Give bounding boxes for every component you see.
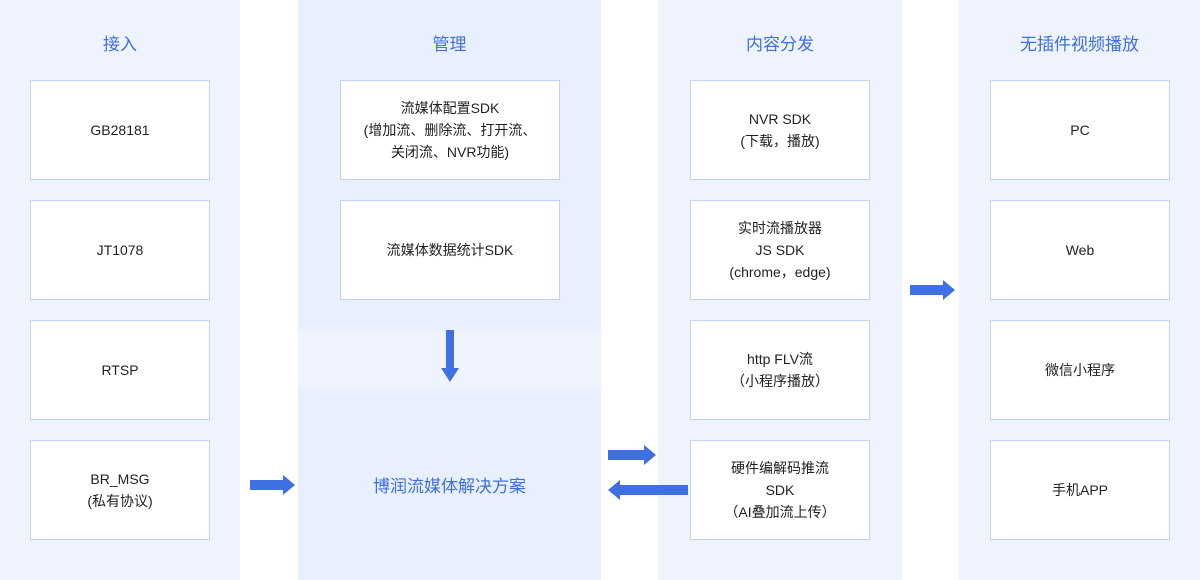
column-playback: 无插件视频播放 (959, 0, 1200, 580)
node-stream-stats-sdk[interactable]: 流媒体数据统计SDK (340, 200, 560, 300)
node-wechat-miniprogram[interactable]: 微信小程序 (990, 320, 1170, 420)
node-line: 手机APP (1051, 482, 1108, 498)
node-http-flv[interactable]: http FLV流 （小程序播放） (690, 320, 870, 420)
node-pc[interactable]: PC (990, 80, 1170, 180)
node-line: SDK (765, 482, 795, 498)
column-title-manage: 管理 (432, 35, 467, 54)
center-solution-label: 博润流媒体解决方案 (373, 477, 526, 496)
node-line: GB28181 (90, 122, 150, 138)
column-distribution: 内容分发 (658, 0, 902, 580)
node-line: BR_MSG (90, 471, 150, 487)
node-line: RTSP (101, 362, 139, 378)
node-jt1078[interactable]: JT1078 (30, 200, 210, 300)
node-line: 硬件编解码推流 (730, 460, 829, 476)
node-nvr-sdk[interactable]: NVR SDK (下载，播放) (690, 80, 870, 180)
node-line: 流媒体配置SDK (400, 100, 500, 116)
node-line: 流媒体数据统计SDK (386, 242, 514, 258)
node-line: (增加流、删除流、打开流、 (363, 122, 537, 138)
node-line: NVR SDK (748, 111, 812, 127)
arrow-solution-to-distribution (608, 445, 656, 465)
node-hardware-codec-push-sdk[interactable]: 硬件编解码推流 SDK （AI叠加流上传） (690, 440, 870, 540)
column-title-access: 接入 (103, 35, 137, 54)
node-gb28181[interactable]: GB28181 (30, 80, 210, 180)
node-br-msg[interactable]: BR_MSG (私有协议) (30, 440, 210, 540)
panel-solution (298, 388, 601, 580)
node-line: http FLV流 (747, 351, 813, 367)
node-mobile-app[interactable]: 手机APP (990, 440, 1170, 540)
node-line: PC (1070, 122, 1090, 138)
node-line: JT1078 (96, 242, 144, 258)
node-line: (私有协议) (87, 493, 153, 509)
column-title-playback: 无插件视频播放 (1020, 35, 1139, 54)
column-title-distribution: 内容分发 (746, 35, 814, 54)
arrow-manage-to-solution (441, 330, 459, 382)
column-manage: 管理 (298, 0, 601, 580)
node-line: 微信小程序 (1045, 362, 1115, 378)
node-line: 实时流播放器 (738, 220, 822, 236)
node-line: 关闭流、NVR功能) (390, 144, 510, 160)
node-line: Web (1065, 242, 1095, 258)
node-realtime-player-js-sdk[interactable]: 实时流播放器 JS SDK (chrome，edge) (690, 200, 870, 300)
node-line: JS SDK (755, 242, 805, 258)
node-line: （AI叠加流上传） (724, 504, 836, 520)
node-line: （小程序播放） (731, 373, 829, 389)
node-stream-config-sdk[interactable]: 流媒体配置SDK (增加流、删除流、打开流、 关闭流、NVR功能) (340, 80, 560, 180)
arrow-distribution-to-playback (910, 280, 955, 300)
arrow-distribution-to-solution (608, 480, 688, 500)
node-rtsp[interactable]: RTSP (30, 320, 210, 420)
arrow-access-to-solution (250, 475, 295, 495)
node-web[interactable]: Web (990, 200, 1170, 300)
node-line: (chrome，edge) (729, 264, 831, 280)
column-access: 接入 (0, 0, 240, 580)
node-line: (下载，播放) (740, 133, 820, 149)
